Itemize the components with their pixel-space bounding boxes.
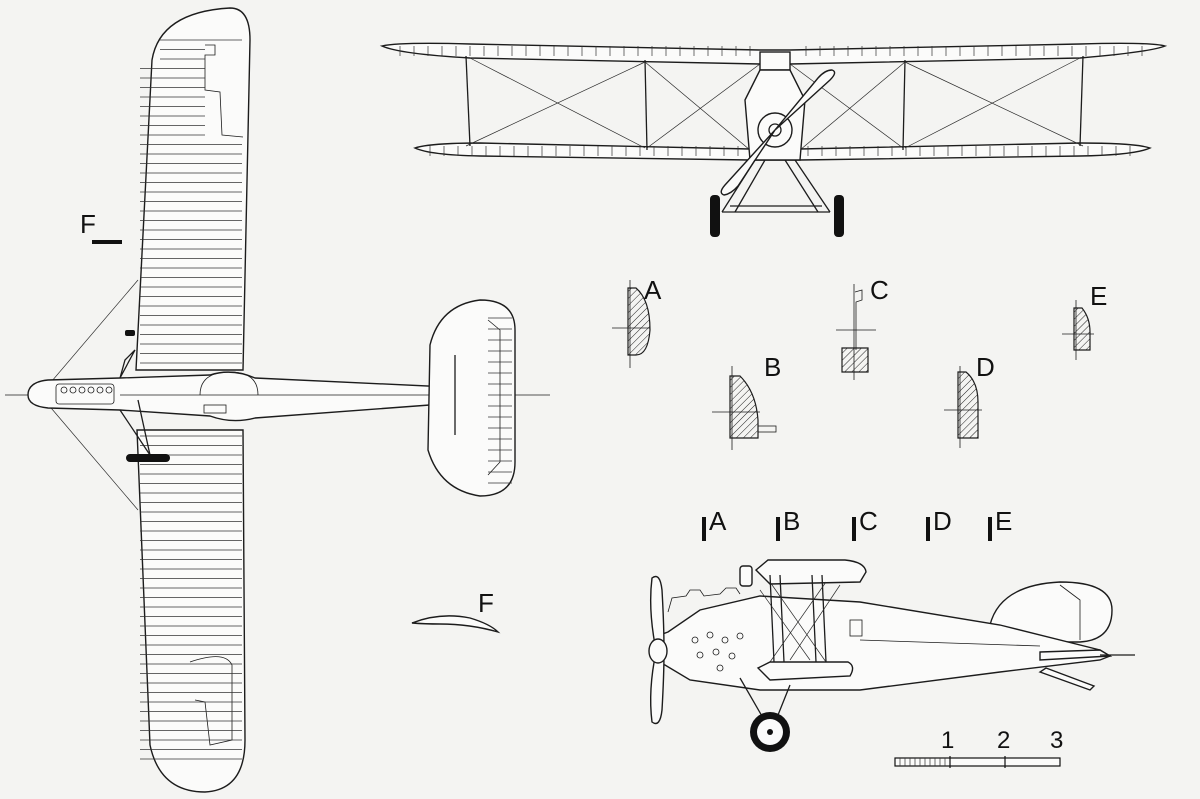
section-label-f-plan: F — [80, 209, 96, 239]
section-b: B — [712, 352, 781, 450]
side-section-markers: A B C D E — [702, 506, 1012, 541]
section-e: E — [1062, 281, 1107, 360]
front-propeller-blade-upper — [774, 69, 836, 131]
section-a: A — [612, 275, 662, 368]
scale-tick-1: 1 — [941, 727, 954, 754]
svg-text:B: B — [764, 352, 781, 382]
svg-text:C: C — [870, 275, 889, 305]
plan-engine-cylinders — [55, 383, 115, 405]
svg-text:A: A — [644, 275, 662, 305]
plan-fuselage-panel — [203, 404, 227, 414]
plan-cockpit-ring — [199, 371, 259, 396]
side-lower-wing — [756, 661, 854, 681]
front-propeller-blade-lower — [720, 129, 776, 196]
plan-view: F — [5, 7, 550, 793]
svg-text:D: D — [976, 352, 995, 382]
wing-sections: A B C D E F — [411, 275, 1107, 634]
svg-text:B: B — [783, 506, 800, 536]
side-engine-cylinders — [667, 587, 741, 613]
scale-bar: 1 2 3 — [894, 727, 1063, 768]
side-cockpit-fitting — [849, 619, 863, 637]
svg-text:C: C — [859, 506, 878, 536]
front-undercarriage — [721, 159, 831, 213]
plan-wing-lower-half — [136, 429, 246, 793]
svg-text:A: A — [709, 506, 727, 536]
front-cabane — [759, 51, 791, 71]
svg-text:E: E — [995, 506, 1012, 536]
front-wheel-right — [834, 195, 844, 237]
front-bracing-wires — [465, 57, 1084, 151]
front-strut-inner-right — [902, 59, 906, 151]
front-strut-inner-left — [644, 59, 648, 151]
side-upper-wing — [754, 559, 867, 585]
front-strut-outer-right — [1079, 55, 1084, 147]
front-wheel-left — [710, 195, 720, 237]
side-spinner — [648, 638, 668, 664]
svg-text:E: E — [1090, 281, 1107, 311]
side-wires — [759, 581, 841, 663]
front-strut-outer-left — [465, 55, 471, 147]
front-view — [379, 42, 1168, 237]
section-f-marker — [92, 240, 122, 244]
plan-tailplane — [427, 299, 516, 497]
scale-tick-2: 2 — [997, 727, 1010, 754]
plan-aileron-lower — [189, 656, 233, 746]
section-d: D — [944, 352, 995, 448]
svg-text:F: F — [478, 588, 494, 618]
side-tailskid — [1038, 667, 1096, 691]
side-propeller-blade-upper — [649, 575, 665, 651]
plan-aileron-upper — [204, 44, 244, 138]
plan-wing-upper-half — [135, 7, 251, 371]
side-fin-rudder — [989, 581, 1113, 643]
section-c: C — [836, 275, 889, 380]
side-struts — [769, 574, 827, 663]
side-exhaust — [739, 565, 753, 587]
side-tailplane — [1039, 649, 1113, 661]
side-cowl-louvres — [691, 631, 744, 672]
side-view: A B C D E — [648, 506, 1135, 752]
plan-elevator-line — [487, 319, 501, 476]
svg-text:D: D — [933, 506, 952, 536]
scale-tick-3: 3 — [1050, 727, 1063, 754]
plan-fuselage — [27, 371, 493, 422]
plan-wheel — [126, 454, 170, 462]
side-propeller-blade-lower — [649, 651, 665, 725]
section-f: F — [411, 588, 501, 634]
